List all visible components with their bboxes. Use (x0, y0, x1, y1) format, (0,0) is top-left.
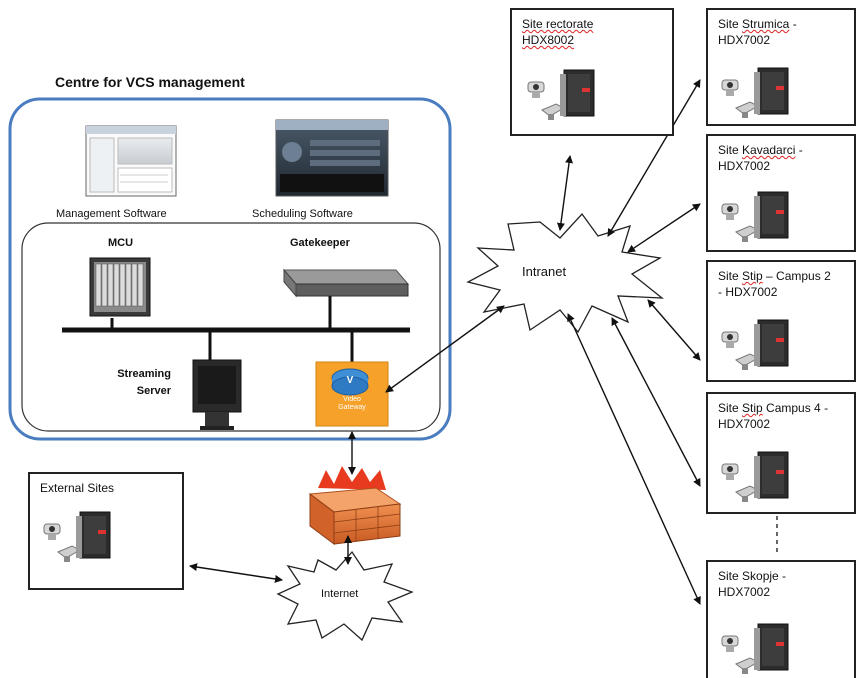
site-strumica: Site Strumica - HDX7002 (706, 8, 856, 126)
vc-equipment-icon (718, 62, 798, 122)
site-strumica-suffix: - (789, 17, 797, 31)
streaming-server-label-line1: Streaming (117, 368, 171, 380)
arrow-intranet-stip4 (611, 317, 701, 487)
vc-equipment-icon (718, 186, 798, 246)
site-stip2-title: Site Stip – Campus 2 - HDX7002 (718, 268, 831, 300)
external-sites: External Sites (28, 472, 184, 590)
streaming-server-device (192, 359, 242, 430)
site-strumica-title: Site Strumica - HDX7002 (718, 16, 797, 48)
scheduling-software-screenshot (275, 119, 389, 197)
intranet-label: Intranet (522, 264, 567, 279)
internet-cloud (276, 550, 414, 642)
site-strumica-line2: HDX7002 (718, 33, 771, 47)
site-stip2-line2: - HDX7002 (718, 285, 778, 299)
site-stip4-title: Site Stip Campus 4 - HDX7002 (718, 400, 828, 432)
site-kavadarci-line2: HDX7002 (718, 159, 771, 173)
management-software-screenshot (85, 125, 177, 197)
arrow-external-internet (189, 563, 283, 583)
arrow-intranet-skopje (567, 313, 701, 605)
management-software-label: Management Software (56, 208, 167, 220)
site-skopje-line2: HDX7002 (718, 585, 771, 599)
site-stip-campus-2: Site Stip – Campus 2 - HDX7002 (706, 260, 856, 382)
scheduling-software-label: Scheduling Software (252, 208, 353, 220)
external-sites-title: External Sites (40, 481, 115, 495)
centre-title: Centre for VCS management (55, 74, 245, 90)
vc-equipment-icon (718, 446, 798, 506)
site-rectorate-title: Site rectorate HDX8002 (522, 16, 593, 48)
arrow-intranet-stip2 (647, 299, 701, 361)
site-stip-campus-4: Site Stip Campus 4 - HDX7002 (706, 392, 856, 514)
site-rectorate-line2: HDX8002 (522, 33, 575, 47)
site-skopje-line1: Site Skopje - (718, 569, 787, 583)
site-strumica-name: Strumica (742, 17, 790, 31)
site-kavadarci-suffix: - (795, 143, 803, 157)
vc-equipment-icon (718, 618, 798, 678)
firewall-icon (308, 466, 402, 545)
site-rectorate-line1: Site rectorate (522, 17, 594, 31)
streaming-server-label-line2: Server (136, 385, 171, 397)
arrow-intranet-strumica (607, 79, 701, 237)
site-stip4-prefix: Site (718, 401, 743, 415)
streaming-server-label: Streaming Server (105, 368, 171, 397)
vc-equipment-icon (40, 506, 120, 566)
centre-border (8, 97, 452, 441)
network-bus (62, 296, 410, 362)
site-kavadarci: Site Kavadarci - HDX7002 (706, 134, 856, 252)
video-gateway-device: V (315, 361, 389, 427)
site-stip2-suffix: – Campus 2 (762, 269, 831, 283)
gatekeeper-label: Gatekeeper (290, 237, 350, 249)
site-kavadarci-title: Site Kavadarci - HDX7002 (718, 142, 803, 174)
site-stip4-name: Stip (742, 401, 763, 415)
site-stip4-line2: HDX7002 (718, 417, 771, 431)
site-skopje: Site Skopje - HDX7002 (706, 560, 856, 678)
site-kavadarci-name: Kavadarci (742, 143, 796, 157)
mcu-label: MCU (108, 237, 134, 249)
internet-label: Internet (321, 588, 359, 600)
site-rectorate: Site rectorate HDX8002 (510, 8, 674, 136)
vc-equipment-icon (718, 314, 798, 374)
gatekeeper-device (282, 268, 410, 298)
site-stip2-prefix: Site (718, 269, 743, 283)
site-stip4-suffix: Campus 4 - (762, 401, 829, 415)
arrow-gateway-intranet (385, 305, 505, 393)
svg-text:V: V (347, 375, 354, 386)
video-gateway-label-line1: Video (343, 396, 361, 403)
site-stip2-name: Stip (742, 269, 763, 283)
video-gateway-label-line2: Gateway (338, 404, 366, 411)
video-gateway-label: Video Gateway (316, 396, 388, 412)
vc-equipment-icon (524, 64, 604, 124)
site-skopje-title: Site Skopje - HDX7002 (718, 568, 786, 600)
mcu-device (89, 257, 151, 317)
arrow-intranet-kavadarci (627, 203, 701, 253)
site-strumica-prefix: Site (718, 17, 743, 31)
connection-arrows (189, 79, 701, 605)
arrow-rectorate-intranet (556, 155, 574, 231)
site-kavadarci-prefix: Site (718, 143, 743, 157)
